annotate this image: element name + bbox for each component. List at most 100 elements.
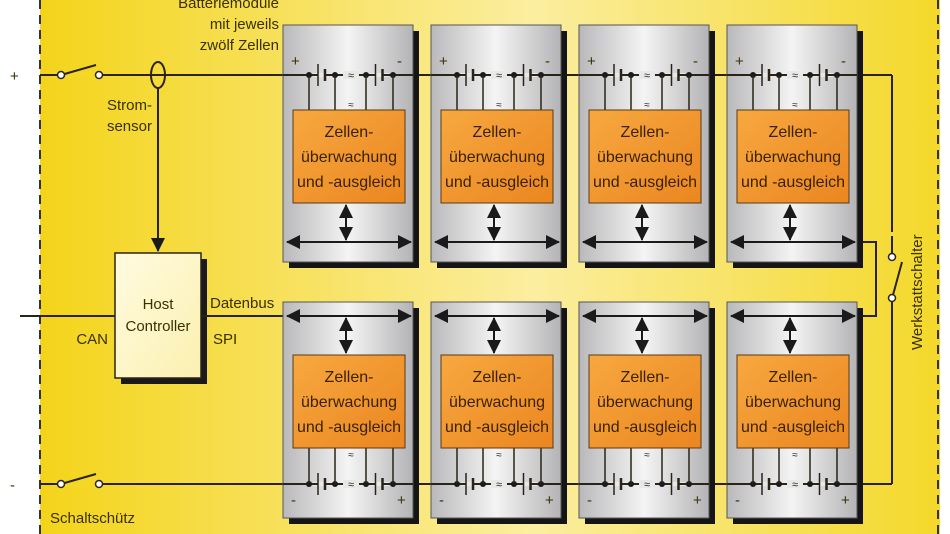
cell-gap <box>666 482 685 486</box>
cell-gap <box>313 73 331 77</box>
cell-gap <box>370 73 389 77</box>
cell-monitor-label-line: überwachung <box>301 149 397 166</box>
cell-monitor-label-line: überwachung <box>449 149 545 166</box>
service-switch-label: Werkstattschalter <box>909 234 926 350</box>
modules-caption-line: zwölf Zellen <box>200 37 279 54</box>
cell-monitor-box <box>440 354 554 449</box>
module-polarity-label: + <box>397 492 406 509</box>
host-controller-box <box>114 252 202 379</box>
module-polarity-label: - <box>693 53 698 70</box>
cell-break <box>343 71 359 79</box>
cell-monitor-label-line: Zellen- <box>621 369 670 386</box>
cell-break <box>639 480 655 488</box>
cell-continuation-icon: ≈ <box>792 479 798 491</box>
cell-monitor-label-line: Zellen- <box>621 124 670 141</box>
cell-monitor-box <box>440 109 554 204</box>
sense-continuation-icon: ≈ <box>348 100 354 111</box>
contactor-switch-blade <box>60 473 97 485</box>
positive-terminal-label: + <box>10 68 19 85</box>
sense-continuation-icon: ≈ <box>792 450 798 461</box>
cell-gap <box>609 482 627 486</box>
contactor-switch-contact <box>56 479 66 489</box>
current-sensor-label-line: Strom- <box>107 97 152 114</box>
cell-continuation-icon: ≈ <box>792 70 798 82</box>
cell-monitor-label-line: Zellen- <box>325 124 374 141</box>
cell-monitor-label-line: und -ausgleich <box>445 174 549 191</box>
cell-monitor-box <box>736 354 850 449</box>
module-polarity-label: - <box>587 492 592 509</box>
cell-gap <box>666 73 685 77</box>
cell-monitor-label-line: und -ausgleich <box>593 419 697 436</box>
module-polarity-label: + <box>693 492 702 509</box>
cell-monitor-box <box>588 354 702 449</box>
sense-continuation-icon: ≈ <box>792 100 798 111</box>
module-polarity-label: - <box>439 492 444 509</box>
main-switch-positive-gap <box>52 72 100 78</box>
cell-gap <box>461 482 479 486</box>
cell-gap <box>370 482 389 486</box>
service-switch-blade <box>892 261 903 296</box>
cell-monitor-label-line: überwachung <box>301 394 397 411</box>
cell-gap <box>609 73 627 77</box>
cell-monitor-label-line: und -ausgleich <box>445 419 549 436</box>
can-label: CAN <box>76 331 108 348</box>
cell-monitor-box <box>588 109 702 204</box>
cell-gap <box>518 482 537 486</box>
spi-label: SPI <box>213 331 237 348</box>
sense-continuation-icon: ≈ <box>644 450 650 461</box>
cell-monitor-label-line: und -ausgleich <box>741 419 845 436</box>
cell-gap <box>313 482 331 486</box>
current-sensor-label-line: sensor <box>107 118 152 135</box>
cell-gap <box>757 482 775 486</box>
cell-monitor-label-line: und -ausgleich <box>741 174 845 191</box>
cell-gap <box>518 73 537 77</box>
module-polarity-label: - <box>545 53 550 70</box>
cell-continuation-icon: ≈ <box>644 479 650 491</box>
cell-gap <box>461 73 479 77</box>
sense-continuation-icon: ≈ <box>496 100 502 111</box>
cell-monitor-label-line: Zellen- <box>325 369 374 386</box>
sense-continuation-icon: ≈ <box>644 100 650 111</box>
modules-caption-line: Batteriemodule <box>178 0 279 12</box>
modules-caption-line: mit jeweils <box>210 16 279 33</box>
cell-monitor-label-line: und -ausgleich <box>297 174 401 191</box>
host-controller-label-line: Host <box>143 296 175 313</box>
main-switch-positive-blade <box>60 64 97 76</box>
contactor-switch-gap <box>52 481 100 487</box>
databus-label: Datenbus <box>210 295 274 312</box>
current-sensor-label: Strom-sensor <box>107 97 152 135</box>
cell-break <box>343 480 359 488</box>
bus-chain-link <box>862 241 877 317</box>
module-polarity-label: + <box>735 53 744 70</box>
cell-monitor-label-line: überwachung <box>745 394 841 411</box>
cell-break <box>639 71 655 79</box>
module-polarity-label: - <box>735 492 740 509</box>
service-switch-contact <box>887 293 897 303</box>
cell-break <box>787 71 803 79</box>
module-polarity-label: + <box>291 53 300 70</box>
cell-monitor-box <box>292 109 406 204</box>
cell-monitor-label: Zellen-überwachung und -ausgleich <box>297 124 401 191</box>
cell-gap <box>814 73 833 77</box>
contactor-switch-contact <box>94 479 104 489</box>
module-polarity-label: + <box>545 492 554 509</box>
cell-continuation-icon: ≈ <box>496 479 502 491</box>
module-polarity-label: + <box>587 53 596 70</box>
cell-break <box>787 480 803 488</box>
cell-monitor-label-line: überwachung <box>449 394 545 411</box>
